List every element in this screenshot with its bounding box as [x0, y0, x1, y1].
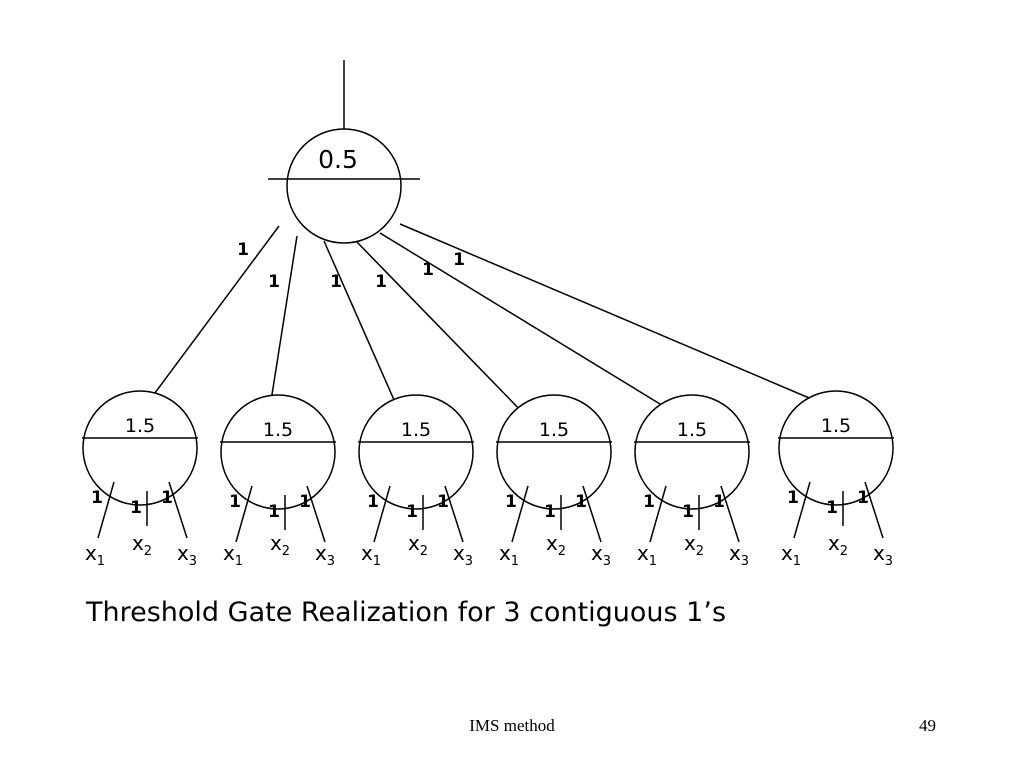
input-label-3-1: x1	[361, 541, 381, 569]
input-weight-4-1: 1	[505, 492, 517, 512]
input-label-2-3: x3	[315, 541, 335, 569]
input-label-subscript: 2	[558, 544, 566, 559]
input-label-subscript: 1	[511, 554, 519, 569]
input-line-1-1	[97, 481, 115, 539]
input-label-subscript: 1	[793, 554, 801, 569]
input-weight-4-3: 1	[575, 492, 587, 512]
input-line-1-3	[168, 481, 188, 539]
input-label-subscript: 3	[327, 554, 335, 569]
input-gate-threshold-1: 1.5	[125, 415, 155, 437]
input-line-5-1	[649, 485, 667, 543]
output-gate-circle	[286, 128, 402, 244]
input-line-4-3	[582, 485, 602, 543]
input-line-5-3	[720, 485, 740, 543]
connection-line-5	[379, 232, 684, 419]
input-line-3-3	[444, 485, 464, 543]
input-label-2-2: x2	[270, 531, 290, 559]
input-label-subscript: 2	[144, 544, 152, 559]
input-gate-threshold-2: 1.5	[263, 419, 293, 441]
input-label-5-2: x2	[684, 531, 704, 559]
input-line-2-3	[306, 485, 326, 543]
input-gate-circle-4	[496, 394, 612, 510]
footer-title: IMS method	[469, 716, 555, 735]
input-label-1-2: x2	[132, 531, 152, 559]
input-label-3-3: x3	[453, 541, 473, 569]
input-label-subscript: 3	[465, 554, 473, 569]
input-weight-6-3: 1	[857, 488, 869, 508]
input-line-4-1	[511, 485, 529, 543]
input-gate-circle-3	[358, 394, 474, 510]
input-weight-5-2: 1	[682, 502, 694, 522]
input-label-1-1: x1	[85, 541, 105, 569]
input-line-2-1	[235, 485, 253, 543]
input-weight-5-3: 1	[713, 492, 725, 512]
input-label-subscript: 3	[189, 554, 197, 569]
input-label-6-3: x3	[873, 541, 893, 569]
input-label-subscript: 3	[603, 554, 611, 569]
input-label-6-2: x2	[828, 531, 848, 559]
input-label-subscript: 1	[97, 554, 105, 569]
input-weight-6-1: 1	[787, 488, 799, 508]
connection-line-2	[267, 235, 298, 421]
output-gate-threshold: 0.5	[318, 145, 358, 174]
connection-weight-6: 1	[453, 250, 465, 270]
input-weight-1-3: 1	[161, 488, 173, 508]
input-label-subscript: 2	[696, 544, 704, 559]
input-label-subscript: 2	[420, 544, 428, 559]
diagram-caption: Threshold Gate Realization for 3 contigu…	[86, 597, 727, 628]
connection-weight-2: 1	[268, 272, 280, 292]
input-label-subscript: 1	[649, 554, 657, 569]
connection-line-6	[399, 223, 829, 407]
input-gate-circle-6	[778, 390, 894, 506]
input-gate-threshold-3: 1.5	[401, 419, 431, 441]
input-label-1-3: x3	[177, 541, 197, 569]
input-label-6-1: x1	[781, 541, 801, 569]
input-label-subscript: 1	[373, 554, 381, 569]
input-label-4-3: x3	[591, 541, 611, 569]
input-label-2-1: x1	[223, 541, 243, 569]
input-weight-3-2: 1	[406, 502, 418, 522]
input-label-subscript: 3	[885, 554, 893, 569]
page-number: 49	[919, 716, 936, 735]
input-label-5-1: x1	[637, 541, 657, 569]
connection-weight-4: 1	[375, 272, 387, 292]
connection-weight-5: 1	[422, 260, 434, 280]
input-line-6-1	[793, 481, 811, 539]
input-label-5-3: x3	[729, 541, 749, 569]
input-gate-circle-5	[634, 394, 750, 510]
input-gate-threshold-4: 1.5	[539, 419, 569, 441]
input-weight-5-1: 1	[643, 492, 655, 512]
input-gate-threshold-6: 1.5	[821, 415, 851, 437]
input-weight-3-1: 1	[367, 492, 379, 512]
input-weight-2-3: 1	[299, 492, 311, 512]
connection-weight-3: 1	[330, 272, 342, 292]
input-weight-1-1: 1	[91, 488, 103, 508]
connection-weight-1: 1	[237, 240, 249, 260]
input-label-4-2: x2	[546, 531, 566, 559]
input-label-subscript: 2	[840, 544, 848, 559]
input-line-6-3	[864, 481, 884, 539]
connection-line-1	[145, 225, 280, 406]
input-weight-2-2: 1	[268, 502, 280, 522]
input-weight-6-2: 1	[826, 498, 838, 518]
input-weight-3-3: 1	[437, 492, 449, 512]
connection-line-3	[323, 240, 403, 419]
input-weight-2-1: 1	[229, 492, 241, 512]
input-gate-threshold-5: 1.5	[677, 419, 707, 441]
input-weight-4-2: 1	[544, 502, 556, 522]
input-label-subscript: 1	[235, 554, 243, 569]
input-label-subscript: 3	[741, 554, 749, 569]
input-weight-1-2: 1	[130, 498, 142, 518]
input-label-4-1: x1	[499, 541, 519, 569]
input-label-subscript: 2	[282, 544, 290, 559]
input-label-3-2: x2	[408, 531, 428, 559]
input-gate-circle-2	[220, 394, 336, 510]
input-line-3-1	[373, 485, 391, 543]
connection-line-4	[354, 239, 529, 419]
input-gate-circle-1	[82, 390, 198, 506]
